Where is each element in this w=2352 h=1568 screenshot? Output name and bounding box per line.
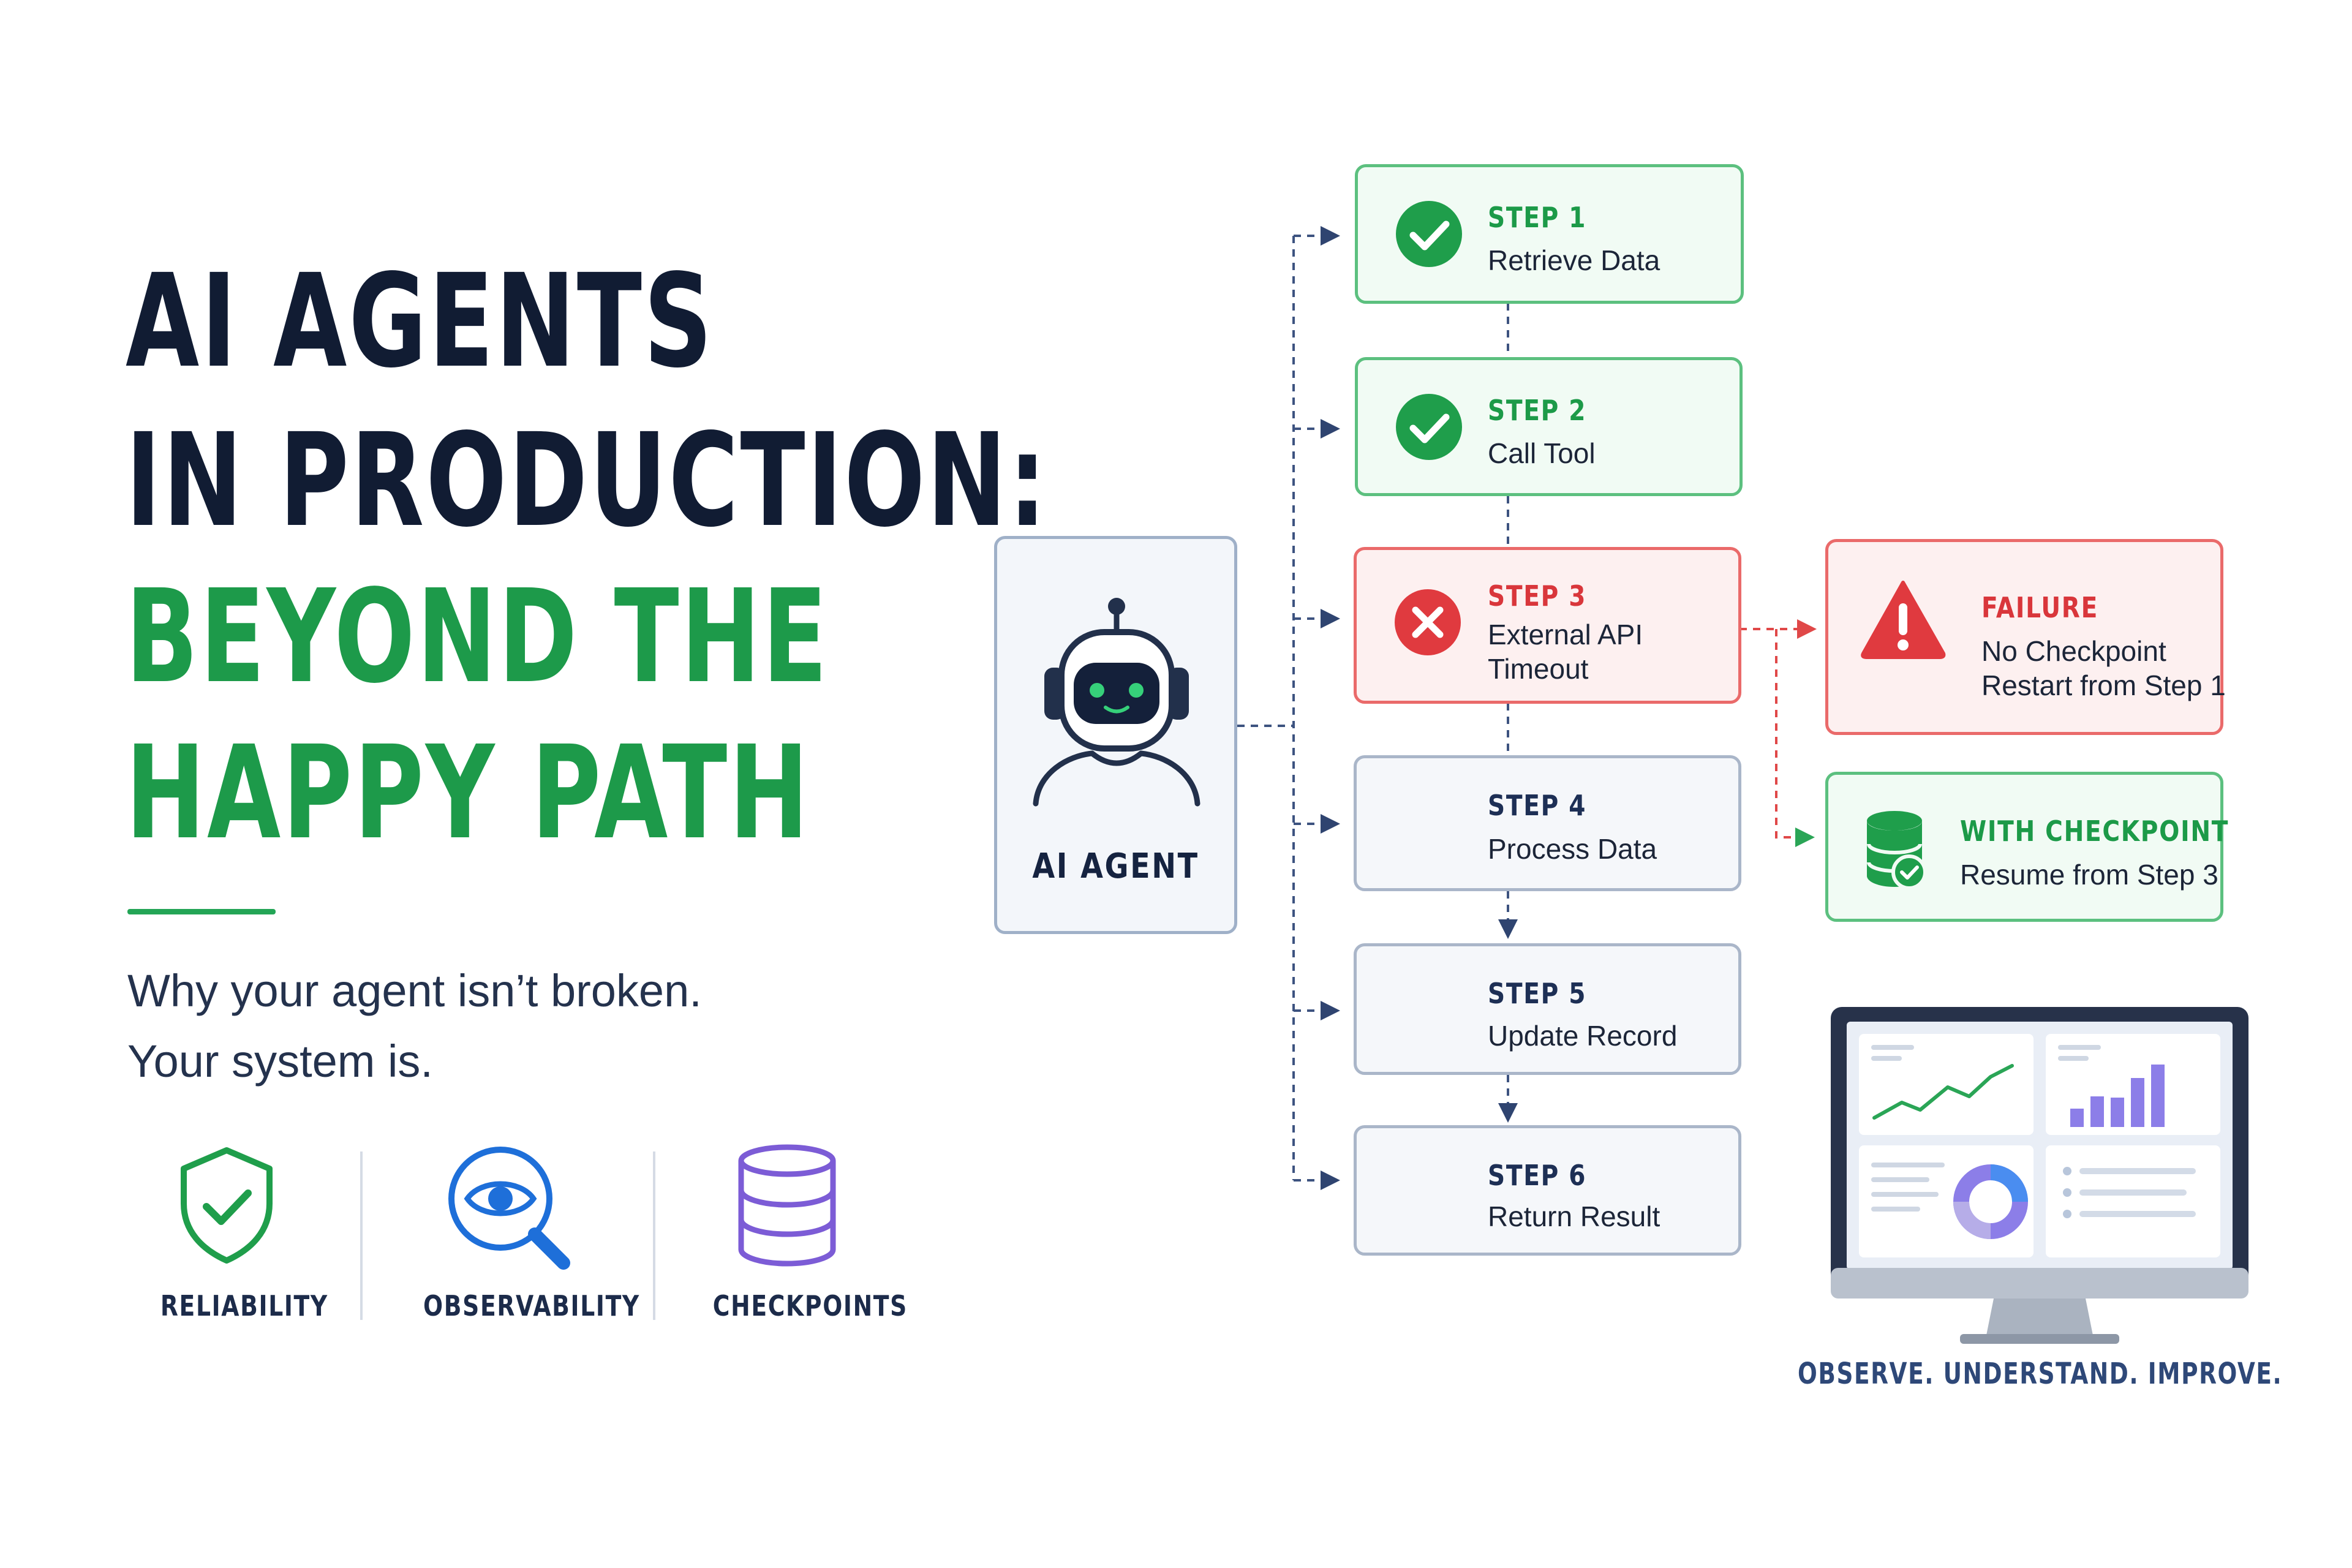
step-1-title: STEP 1	[1488, 201, 1587, 234]
feature-divider-1	[360, 1152, 363, 1320]
feature-divider-2	[653, 1152, 655, 1320]
subtitle-line-1: Why your agent isn’t broken.	[127, 965, 702, 1016]
step-2-desc: Call Tool	[1488, 437, 1596, 469]
check-circle-icon	[1396, 394, 1462, 460]
checkpoint-line-1: Resume from Step 3	[1960, 859, 2218, 891]
title-line-2: IN PRODUCTION:	[126, 405, 1049, 556]
x-circle-icon	[1395, 589, 1461, 655]
failure-title: FAILURE	[1981, 591, 2099, 624]
check-circle-icon	[1396, 201, 1462, 267]
step-6-desc: Return Result	[1488, 1200, 1660, 1232]
warning-triangle-icon	[1861, 581, 1946, 659]
step-4-card[interactable]: STEP 4 Process Data	[1354, 755, 1741, 891]
step-5-card[interactable]: STEP 5 Update Record	[1354, 943, 1741, 1075]
step-1-card[interactable]: STEP 1 Retrieve Data	[1355, 164, 1744, 304]
accent-rule	[127, 909, 276, 914]
title-line-1: AI AGENTS	[126, 246, 714, 396]
step-2-card[interactable]: STEP 2 Call Tool	[1355, 357, 1743, 496]
database-icon	[738, 1144, 836, 1267]
subtitle-line-2: Your system is.	[127, 1036, 433, 1087]
failure-card: FAILURE No Checkpoint Restart from Step …	[1825, 539, 2226, 735]
robot-icon	[1033, 598, 1200, 807]
step-3-desc: External API	[1488, 619, 1643, 650]
checkpoint-title: WITH CHECKPOINT	[1960, 815, 2230, 848]
step-6-title: STEP 6	[1488, 1159, 1587, 1192]
title-line-3: BEYOND THE	[126, 562, 829, 712]
ai-agent-card: AI AGENT	[994, 536, 1237, 934]
step-5-title: STEP 5	[1488, 977, 1587, 1010]
checkpoint-card: WITH CHECKPOINT Resume from Step 3	[1825, 772, 2228, 922]
monitor-dashboard-icon	[1831, 1007, 2248, 1344]
step-1-desc: Retrieve Data	[1488, 244, 1660, 276]
ai-agent-label: AI AGENT	[1032, 846, 1199, 886]
step-5-desc: Update Record	[1488, 1020, 1678, 1052]
title-line-4: HAPPY PATH	[126, 718, 811, 868]
step-3-card[interactable]: STEP 3 External API Timeout	[1354, 547, 1741, 704]
step-3-title: STEP 3	[1488, 579, 1587, 612]
shield-check-icon	[181, 1147, 273, 1264]
eye-magnifier-icon	[448, 1147, 570, 1270]
database-check-icon	[1867, 811, 1927, 890]
failure-line-1: No Checkpoint	[1981, 635, 2166, 667]
failure-line-2: Restart from Step 1	[1981, 669, 2226, 701]
step-4-title: STEP 4	[1488, 789, 1587, 822]
footer-tagline: OBSERVE. UNDERSTAND. IMPROVE.	[1798, 1357, 2283, 1391]
step-6-card[interactable]: STEP 6 Return Result	[1354, 1125, 1741, 1256]
step-2-title: STEP 2	[1488, 394, 1587, 427]
step-3-desc-2: Timeout	[1488, 653, 1589, 685]
step-4-desc: Process Data	[1488, 833, 1657, 865]
